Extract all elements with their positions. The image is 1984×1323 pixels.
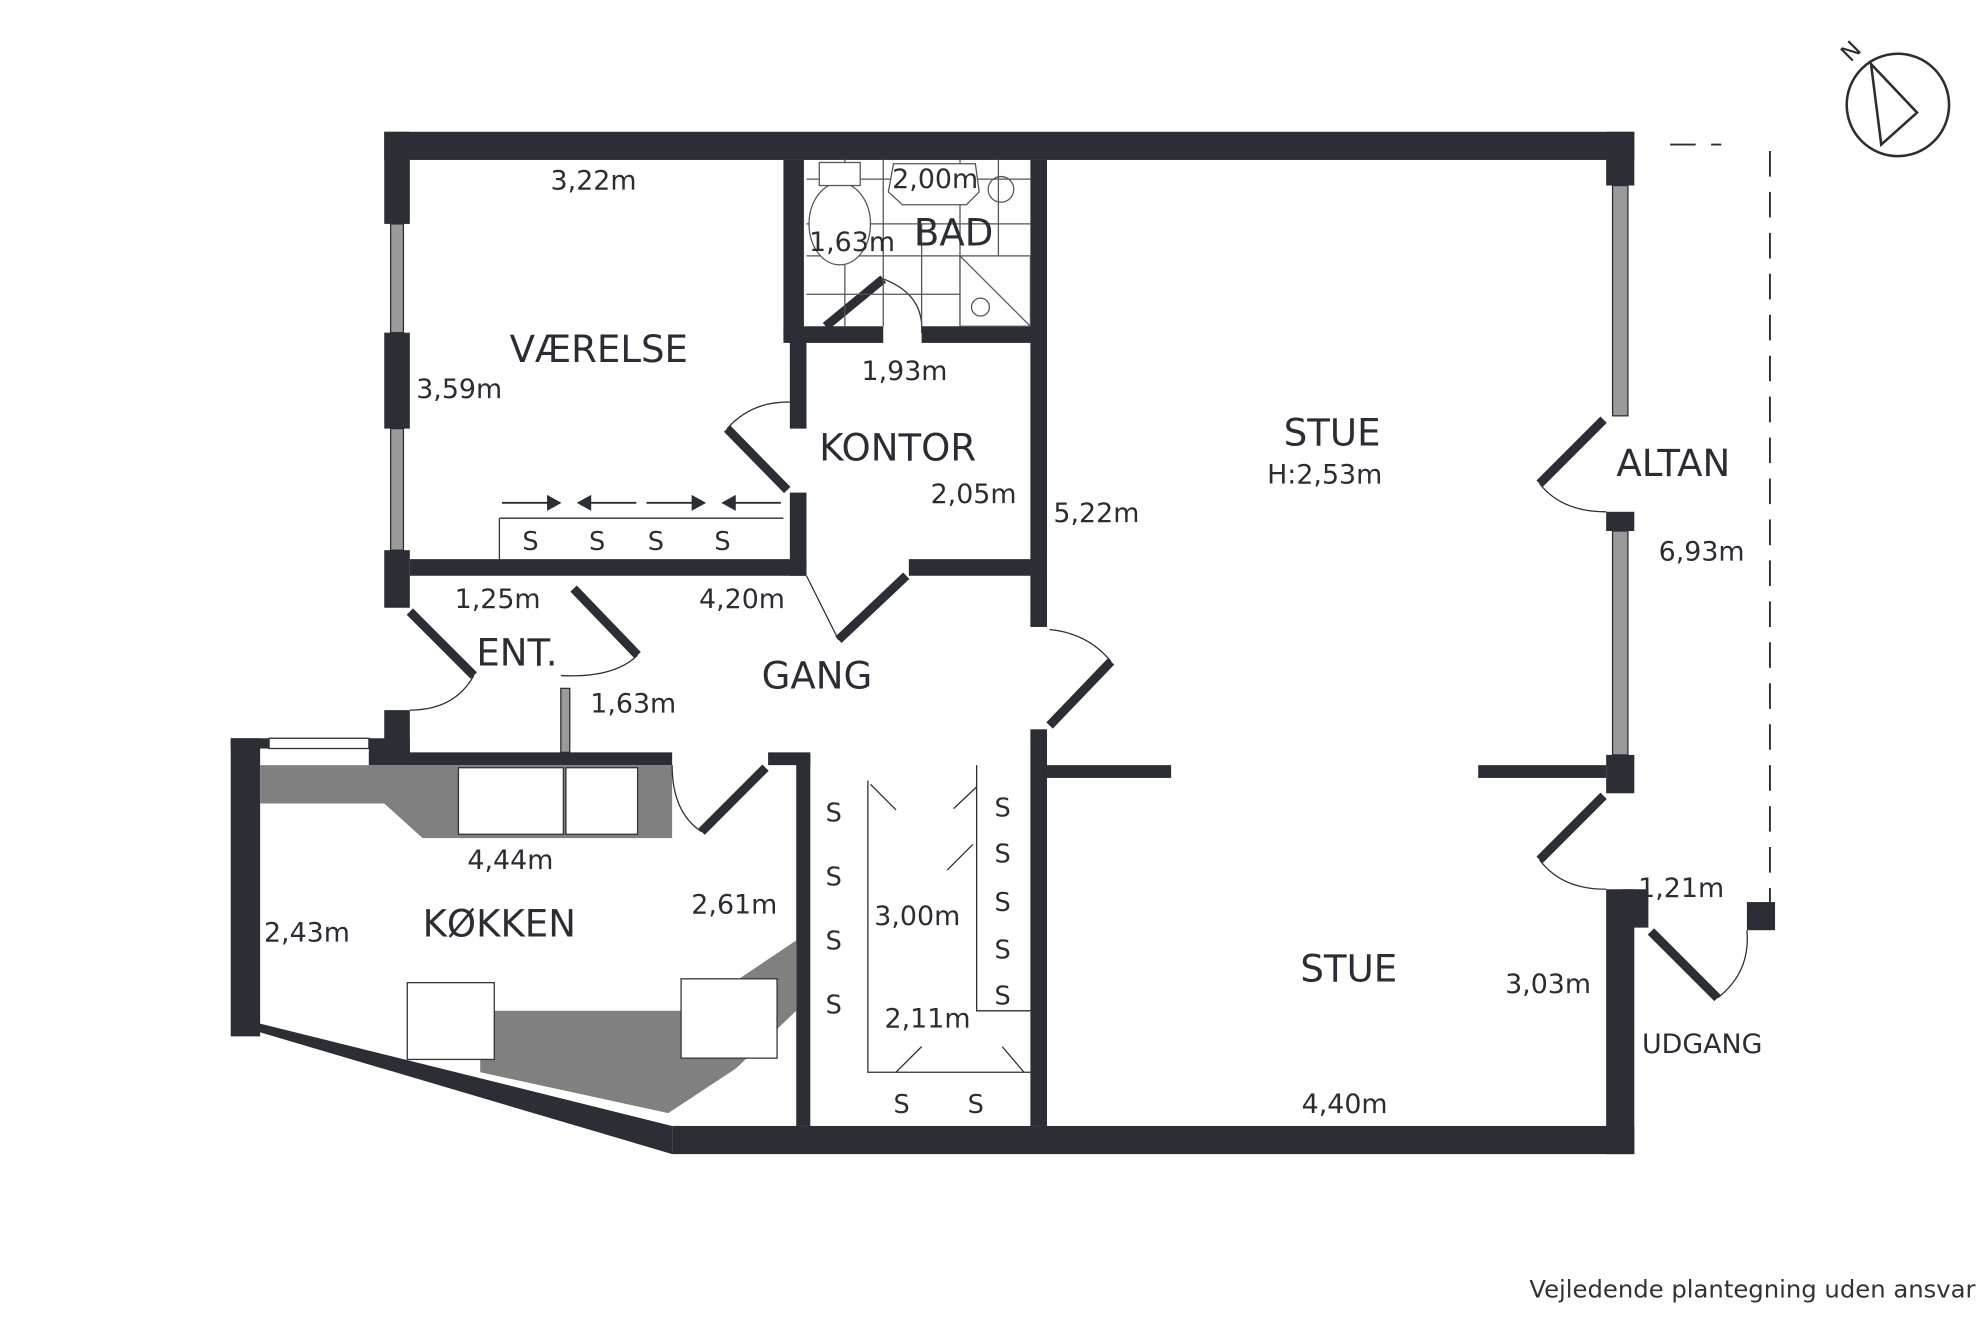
closet-mark: S <box>826 862 842 892</box>
closet-mark: S <box>995 839 1011 869</box>
dim-bad-width: 2,00m <box>892 164 978 195</box>
room-kokken: KØKKEN <box>423 903 576 946</box>
dimension-labels: 3,22m 3,59m 2,00m 1,63m 1,93m 2,05m 5,22… <box>264 164 1745 1120</box>
dim-altan-length: 6,93m <box>1659 536 1745 567</box>
compass-north-label: N <box>1836 37 1867 68</box>
dim-stue-height: 5,22m <box>1053 498 1139 529</box>
sliding-arrows <box>501 494 781 511</box>
closet-marks: S S S S S S S S S S S S S S S <box>522 527 1010 1120</box>
doors <box>406 143 1771 1073</box>
dim-closet-height: 3,00m <box>874 901 960 932</box>
room-udgang: UDGANG <box>1642 1029 1762 1060</box>
closet-mark: S <box>995 793 1011 823</box>
room-gang: GANG <box>762 654 873 697</box>
dim-altan-width: 1,21m <box>1638 873 1724 904</box>
dim-vaerelse-width: 3,22m <box>551 165 637 196</box>
dim-stue-bottom-height: 3,03m <box>1505 969 1591 1000</box>
closet-mark: S <box>522 527 538 557</box>
windows <box>268 184 1629 756</box>
closet-mark: S <box>995 981 1011 1011</box>
compass: N <box>1836 37 1951 158</box>
dim-bad-height: 1,63m <box>809 227 895 258</box>
room-ent: ENT. <box>476 631 557 674</box>
room-labels: VÆRELSE BAD KONTOR STUE H:2,53m STUE ALT… <box>423 212 1763 1060</box>
counters <box>260 765 797 1114</box>
dim-closet-width: 2,11m <box>885 1003 971 1034</box>
dim-kontor-width: 1,93m <box>861 356 947 387</box>
dim-kokken-width: 4,44m <box>467 845 553 876</box>
room-stue-top: STUE <box>1284 411 1381 454</box>
closet-mark: S <box>826 798 842 828</box>
closet-mark: S <box>826 990 842 1020</box>
dim-stue-bottom-width: 4,40m <box>1302 1089 1388 1120</box>
dim-kokken-right: 2,61m <box>691 890 777 921</box>
closet-mark: S <box>995 888 1011 918</box>
closet-mark: S <box>826 926 842 956</box>
disclaimer-note: Vejledende plantegning uden ansvar <box>1529 1274 1975 1303</box>
room-stue-bottom: STUE <box>1300 947 1397 990</box>
room-vaerelse: VÆRELSE <box>510 328 688 371</box>
closet-mark: S <box>648 527 664 557</box>
closet-mark: S <box>893 1090 909 1120</box>
closet-mark: S <box>968 1090 984 1120</box>
bathroom-fixtures <box>806 159 1032 327</box>
dim-kokken-left: 2,43m <box>264 918 350 949</box>
room-kontor: KONTOR <box>819 427 976 470</box>
dim-gang-width: 4,20m <box>699 584 785 615</box>
dim-ent-height: 1,63m <box>590 689 676 720</box>
walls <box>230 131 1776 1155</box>
dim-kontor-height: 2,05m <box>931 479 1017 510</box>
dim-vaerelse-height: 3,59m <box>416 374 502 405</box>
room-altan: ALTAN <box>1616 442 1730 485</box>
closet-mark: S <box>995 935 1011 965</box>
stue-ceiling-height: H:2,53m <box>1267 460 1382 491</box>
dim-ent-width: 1,25m <box>455 584 541 615</box>
closet-mark: S <box>589 527 605 557</box>
room-bad: BAD <box>914 212 993 255</box>
closet-mark: S <box>714 527 730 557</box>
